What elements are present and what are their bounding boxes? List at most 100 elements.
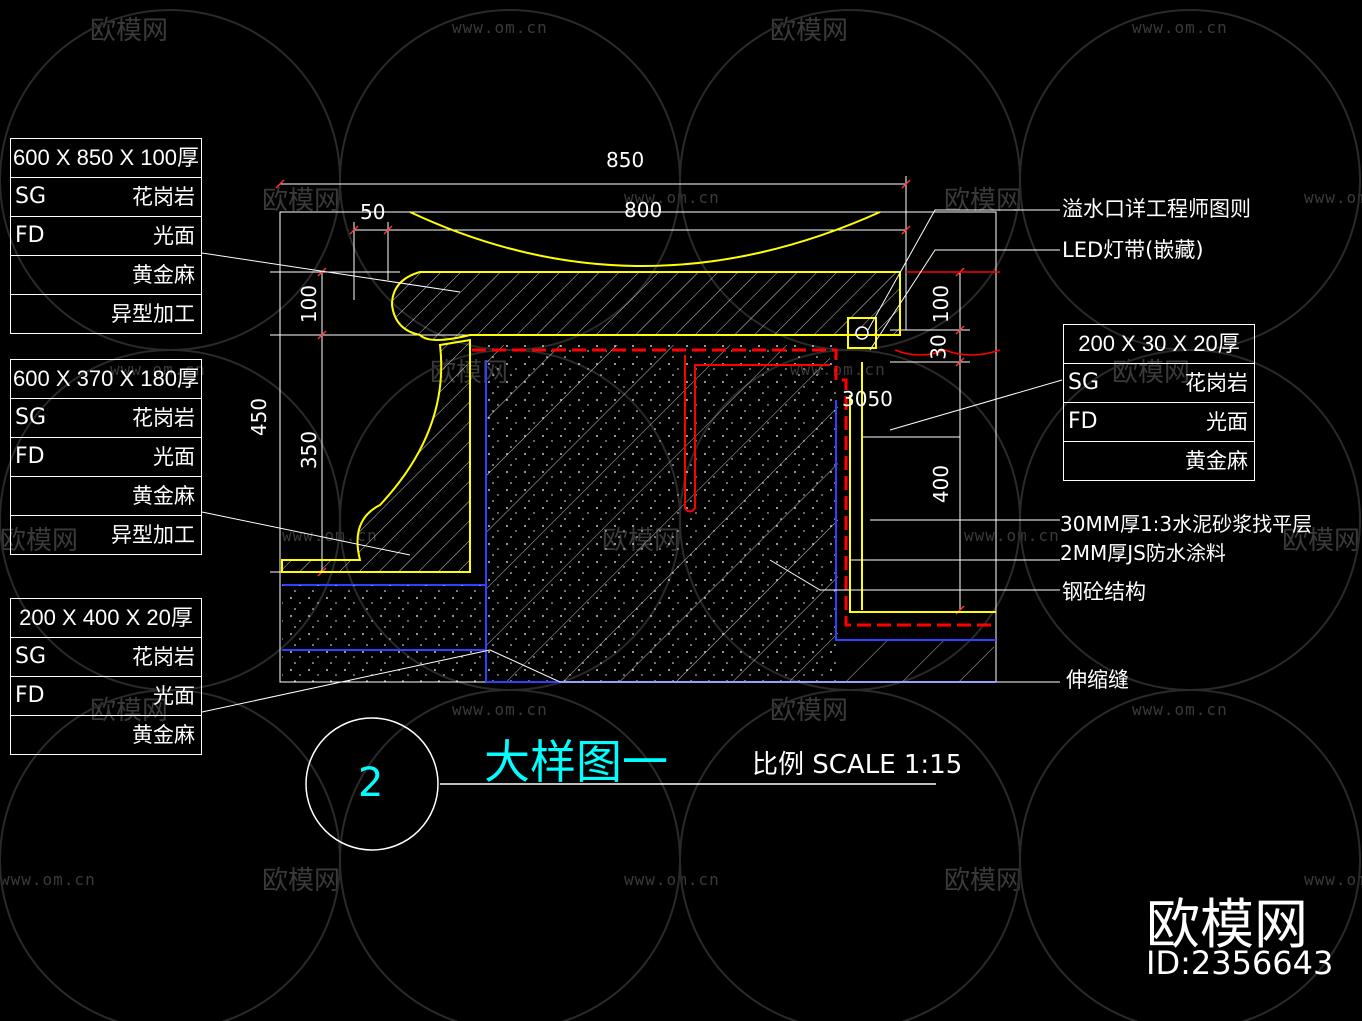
note-overflow: 溢水口详工程师图则 [1062, 197, 1251, 221]
spec-row: 异型加工 [11, 294, 201, 333]
led-strip [855, 326, 869, 340]
spec-row: 黄金麻 [11, 715, 201, 754]
spec-row: 异型加工 [11, 515, 201, 554]
overflow-pipe [684, 355, 830, 513]
watermark-url: www.om.cn [1132, 700, 1228, 719]
dim-top-left: 50 [360, 200, 386, 224]
spec-row: FD 光面 [11, 676, 201, 715]
side-stone [281, 338, 471, 573]
watermark-brand: 欧模网 [944, 186, 1023, 216]
spec-value: 异型加工 [111, 302, 195, 326]
spec-header: 600 X 850 X 100厚 [13, 145, 199, 170]
right-lining [849, 362, 996, 613]
watermark-url: www.om.cn [624, 870, 720, 889]
waterproof-layer [472, 348, 996, 627]
note-waterproof: 2MM厚JS防水涂料 [1060, 541, 1226, 565]
concrete-aggregate [486, 345, 838, 682]
spec-value: 黄金麻 [132, 723, 195, 747]
spec-row: FD 光面 [11, 216, 201, 255]
spec-value: 光面 [153, 684, 195, 708]
spec-code: SG [15, 644, 47, 669]
spec-value: 黄金麻 [132, 484, 195, 508]
dim-left-total: 450 [247, 397, 272, 437]
water-line [894, 271, 1001, 356]
drawing-number: 2 [358, 760, 384, 806]
spec-value: 光面 [153, 445, 195, 469]
spec-code: FD [15, 683, 45, 708]
dim-top-total: 850 [606, 148, 645, 172]
spec-value: 花岗岩 [132, 645, 195, 669]
corner-brand-id: ID:2356643 [1146, 944, 1334, 982]
spec-code: SG [15, 405, 47, 430]
watermark-brand: 欧模网 [90, 696, 169, 726]
spec-value: 光面 [153, 224, 195, 248]
spec-value: 花岗岩 [132, 406, 195, 430]
note-structure: 钢砼结构 [1062, 580, 1146, 604]
watermark-url: www.om.cn [964, 526, 1060, 545]
watermark-url: www.om.cn [0, 870, 96, 889]
spec-value: 光面 [1206, 410, 1248, 434]
drawing-scale: 比例 SCALE 1:15 [752, 750, 963, 780]
base-fill [282, 585, 486, 682]
leader-lines [201, 209, 1063, 713]
watermark-brand: 欧模网 [262, 866, 341, 896]
watermark-brand: 欧模网 [770, 696, 849, 726]
spec-table-side: 600 X 370 X 180厚 SG 花岗岩 FD 光面 黄金麻 异型加工 [10, 359, 202, 555]
spec-header: 200 X 400 X 20厚 [19, 605, 193, 630]
note-joint: 伸缩缝 [1066, 668, 1129, 692]
dim-right-small: 30 [926, 334, 951, 360]
spec-row: 黄金麻 [1064, 441, 1254, 480]
spec-value: 花岗岩 [132, 185, 195, 209]
spec-row: SG 花岗岩 [11, 398, 201, 437]
spec-value: 黄金麻 [1185, 449, 1248, 473]
corner-brand-name: 欧模网 [1146, 893, 1308, 956]
spec-header: 600 X 370 X 180厚 [13, 366, 199, 391]
dim-left-upper: 100 [297, 284, 322, 324]
spec-row: SG 花岗岩 [1064, 363, 1254, 402]
basin-curve [409, 211, 881, 267]
spec-row: FD 光面 [1064, 402, 1254, 441]
title-circle [305, 717, 439, 851]
watermark-url: www.om.cn [452, 18, 548, 37]
spec-header: 200 X 30 X 20厚 [1078, 331, 1240, 356]
led-strip-box [847, 317, 877, 349]
dim-right-mid: 3050 [842, 387, 893, 411]
note-mortar: 30MM厚1:3水泥砂浆找平层 [1060, 512, 1313, 536]
spec-row: 黄金麻 [11, 476, 201, 515]
watermark-url: www.om.cn [1304, 870, 1362, 889]
spec-code: FD [15, 444, 45, 469]
watermark-url: www.om.cn [282, 526, 378, 545]
dim-right-lower: 400 [929, 464, 954, 504]
spec-code: FD [1068, 409, 1098, 434]
spec-table-base: 200 X 400 X 20厚 SG 花岗岩 FD 光面 黄金麻 [10, 598, 202, 755]
spec-value: 花岗岩 [1185, 371, 1248, 395]
watermark-url: www.om.cn [624, 188, 720, 207]
spec-row: SG 花岗岩 [11, 637, 201, 676]
spec-value: 黄金麻 [132, 263, 195, 287]
spec-row: 黄金麻 [11, 255, 201, 294]
watermark-brand: 欧模网 [944, 866, 1023, 896]
spec-code: SG [1068, 370, 1100, 395]
watermark-brand: 欧模网 [1282, 526, 1361, 556]
dim-top-inner: 800 [624, 198, 663, 222]
spec-value: 异型加工 [111, 523, 195, 547]
dim-right-upper: 100 [929, 284, 954, 324]
spec-code: FD [15, 223, 45, 248]
watermark-url: www.om.cn [110, 360, 206, 379]
watermark-url: www.om.cn [1304, 188, 1362, 207]
watermark-brand: 欧模网 [770, 16, 849, 46]
coping-stone [390, 271, 901, 341]
spec-code: SG [15, 184, 47, 209]
drawing-title: 大样图一 [484, 735, 668, 789]
watermark-brand: 欧模网 [0, 526, 79, 556]
spec-row: FD 光面 [11, 437, 201, 476]
dim-left-lower: 350 [297, 430, 322, 470]
watermark-url: www.om.cn [452, 700, 548, 719]
watermark-brand: 欧模网 [262, 186, 341, 216]
note-led: LED灯带(嵌藏) [1062, 238, 1204, 262]
watermark-brand: 欧模网 [90, 16, 169, 46]
spec-table-coping: 600 X 850 X 100厚 SG 花岗岩 FD 光面 黄金麻 异型加工 [10, 138, 202, 334]
spec-row: SG 花岗岩 [11, 177, 201, 216]
spec-table-lining: 200 X 30 X 20厚 SG 花岗岩 FD 光面 黄金麻 [1063, 324, 1255, 481]
